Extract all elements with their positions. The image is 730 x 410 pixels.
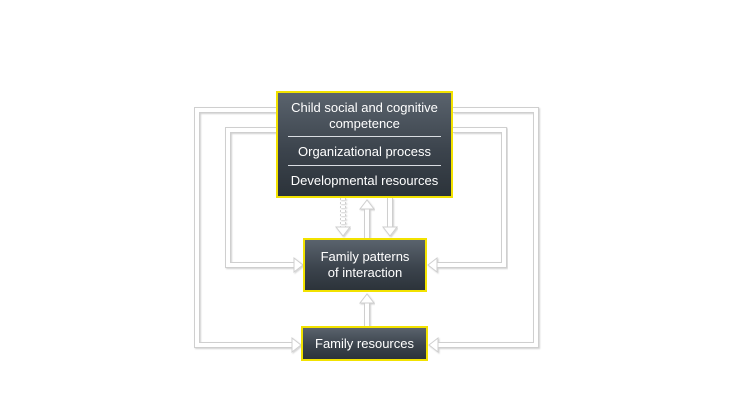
developmental-resources-label: Developmental resources	[290, 173, 439, 188]
child-competence-box: Child social and cognitive competence Or…	[276, 91, 453, 198]
outer-left-loop-arrow	[194, 107, 302, 354]
inner-left-loop-arrow	[225, 127, 304, 274]
up-arrow-to-patterns	[358, 293, 376, 326]
box-divider	[288, 165, 441, 166]
inner-right-loop-arrow	[427, 127, 507, 274]
child-competence-line2: competence	[329, 116, 400, 131]
family-resources-box: Family resources	[301, 326, 428, 361]
child-competence-line1: Child social and cognitive	[291, 100, 438, 115]
down-arrow-to-patterns	[381, 198, 399, 237]
organizational-process-label: Organizational process	[298, 144, 431, 159]
family-patterns-line1: Family patterns	[320, 249, 410, 264]
child-competence-section: Child social and cognitive competence	[278, 100, 451, 132]
family-patterns-box: Family patterns of interaction	[303, 238, 427, 292]
box-divider	[288, 136, 441, 137]
outer-right-loop-arrow	[428, 107, 539, 354]
family-resources-label: Family resources	[315, 336, 414, 351]
family-patterns-line2: of interaction	[327, 265, 403, 280]
dotted-down-arrow	[334, 198, 352, 237]
up-arrow-to-child	[358, 199, 376, 238]
